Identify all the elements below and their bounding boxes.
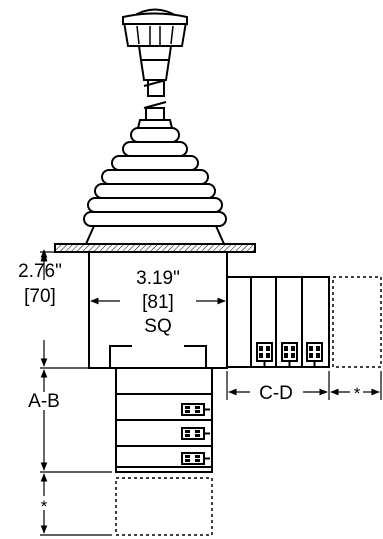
shaft [136,101,174,129]
width-square-label: SQ [144,316,171,337]
width-mm-label: [81] [142,292,174,313]
asterisk-side-label: * [354,384,361,403]
width-inch-label: 3.19" [136,268,180,289]
optional-module-bottom [115,477,213,536]
bellows-boot [83,127,227,245]
asterisk-bottom-label: * [41,497,48,516]
dimension-lines [40,249,382,536]
side-width-label: C-D [259,383,293,404]
knob [122,8,188,97]
mounting-plate [54,243,256,253]
height-inch-label: 2.76" [18,261,62,282]
height-mm-label: [70] [24,286,56,307]
lower-connectors [181,403,210,465]
side-connectors [256,342,323,367]
optional-module-side [332,276,382,368]
lower-height-label: A-B [28,391,60,412]
